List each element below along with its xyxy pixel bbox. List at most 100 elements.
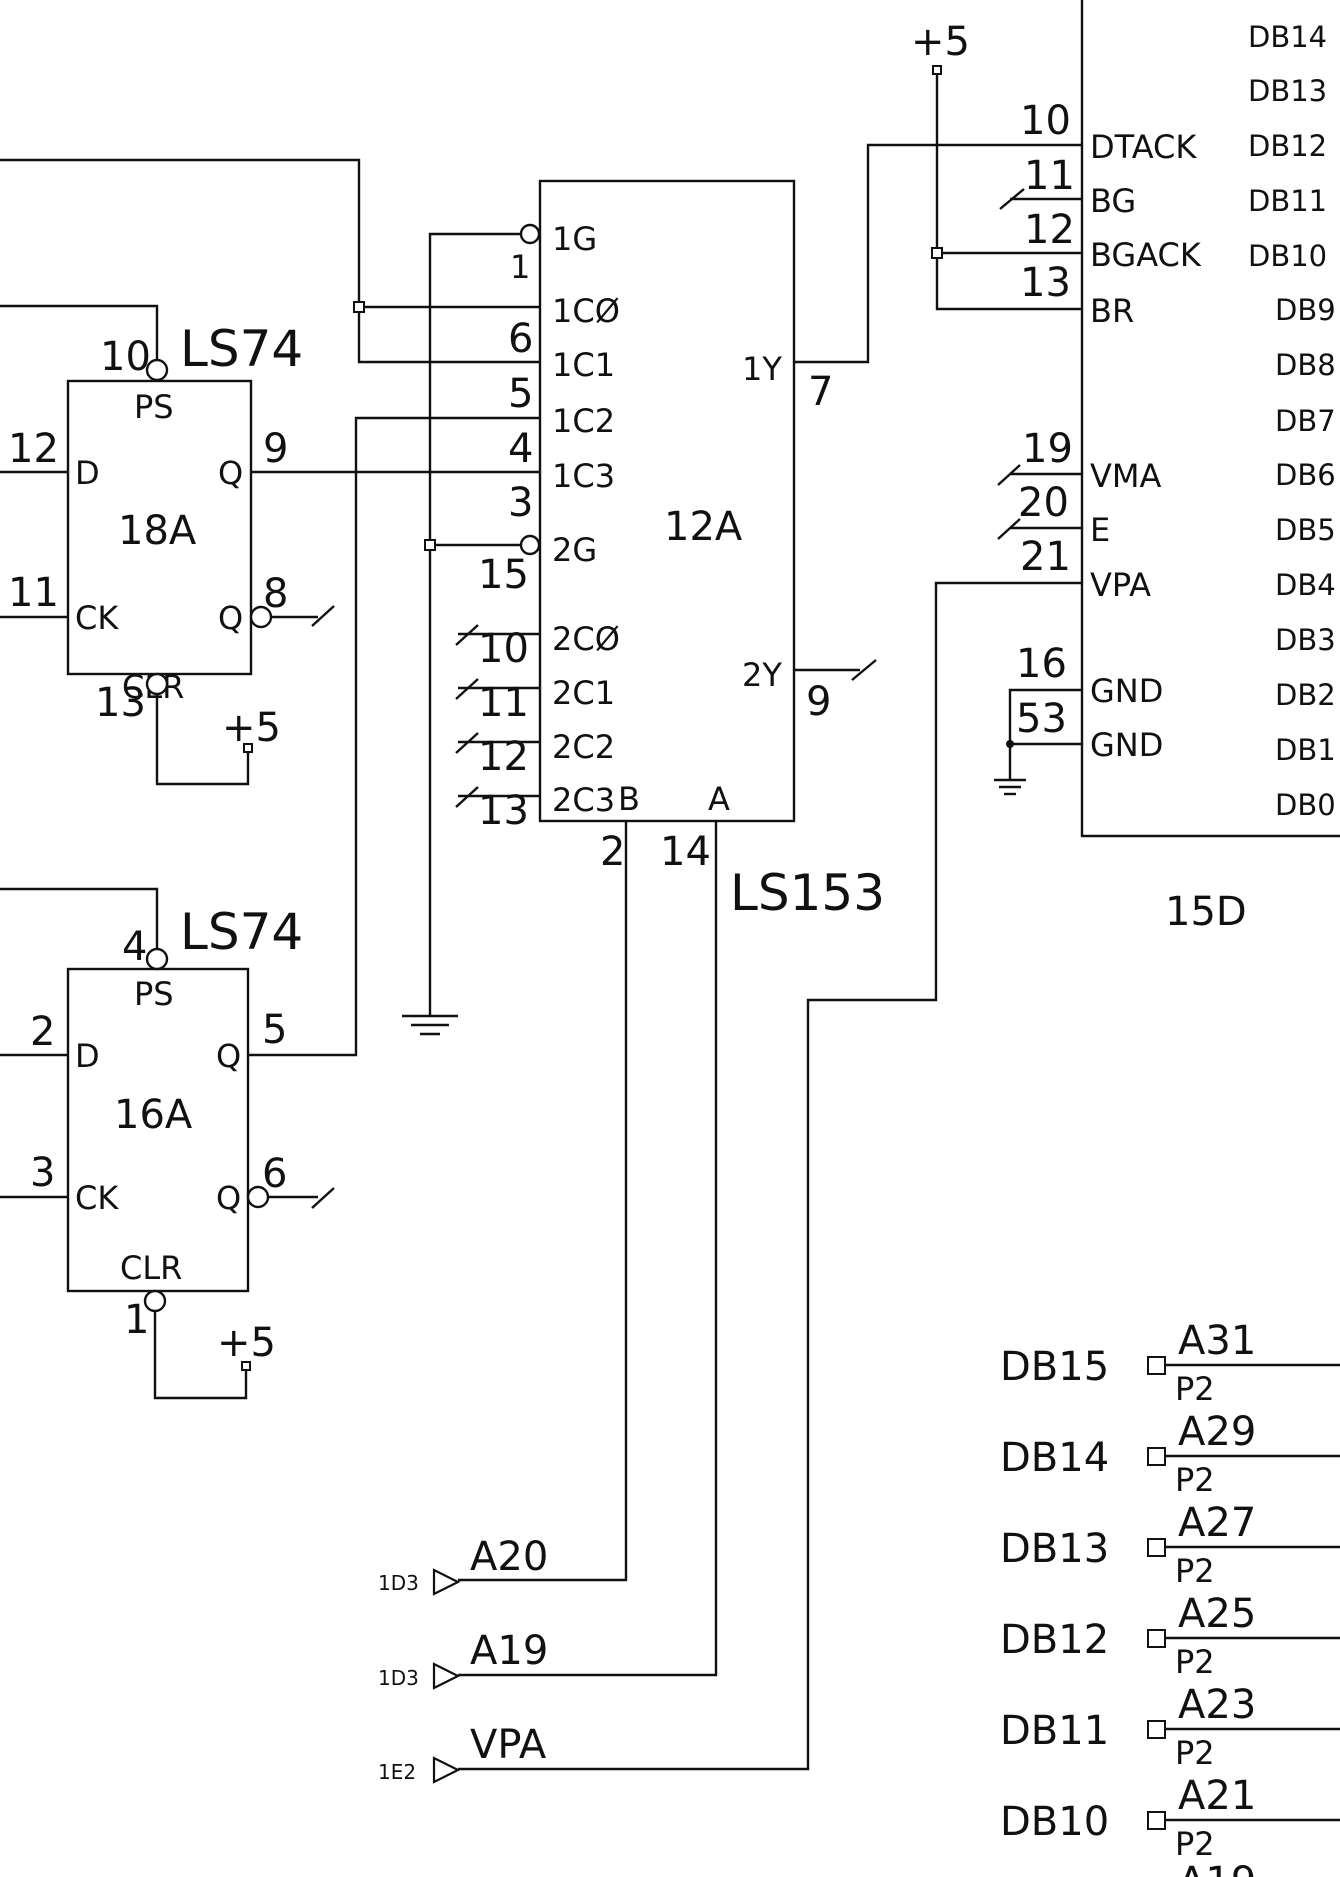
pin-12a-2c1: 2C1 (552, 674, 615, 712)
wire-pwr-to-br (935, 74, 1082, 311)
chip-ref-16a: 16A (114, 1092, 193, 1138)
pin-12a-1c0: 1CØ (552, 292, 620, 330)
connector-pin: A25 (1178, 1591, 1256, 1637)
nc-12a-2c3 (455, 786, 479, 808)
connector-row-db14: DB14 A29 P2 (1000, 1409, 1340, 1499)
pin-16a-ck: 3 (30, 1150, 55, 1196)
chip-ref-12a: 12A (664, 504, 743, 550)
pin-12a-2c0: 2CØ (552, 620, 620, 658)
label-16a-clr: CLR (120, 1249, 182, 1287)
connector-name: P2 (1175, 1825, 1215, 1863)
connector-db-label: DB15 (1000, 1344, 1109, 1390)
pwr-label-15d: +5 (911, 19, 970, 65)
wire-vpa-loop (458, 581, 1082, 1771)
wire-18a-ps (0, 304, 159, 360)
db-label-12: DB12 (1248, 129, 1327, 163)
wire-1y-to-dtack (794, 143, 1082, 364)
wires-left (0, 158, 540, 1036)
chip-15d: 15D +5 10 DTACK 11 BG 12 BGACK 13 BR 19 … (458, 0, 1340, 1771)
pin-12a-a: A (708, 780, 730, 818)
chip-family-16a: LS74 (180, 903, 303, 961)
pin-18a-q: 9 (263, 426, 288, 472)
pin-15d-dtack: DTACK (1090, 128, 1197, 166)
pin-18a-ck: 11 (8, 570, 59, 616)
pin-12a-1c3: 1C3 (552, 457, 615, 495)
pwr-terminal-16a (241, 1361, 251, 1371)
nc-12a-2c0 (455, 624, 479, 646)
pwr-label-16a: +5 (217, 1320, 276, 1366)
input-a19-signal: A19 (470, 1628, 548, 1674)
pin-18a-d: 12 (8, 426, 59, 472)
pin-16a-qn: 6 (262, 1151, 287, 1197)
pin-12a-2g: 2G (552, 531, 597, 569)
pin-12a-1y: 1Y (742, 350, 782, 388)
connector-terminal (1147, 1356, 1166, 1375)
connector-db-label: DB11 (1000, 1708, 1109, 1754)
pin-12a-2c2-num: 11 (478, 680, 529, 726)
connector-db-label: DB14 (1000, 1435, 1109, 1481)
nc-12a-2c1 (455, 678, 479, 700)
pin-15d-vpa: VPA (1090, 566, 1151, 604)
pin-12a-2c1-num: 10 (478, 626, 529, 672)
input-a20-ref: 1D3 (378, 1571, 419, 1595)
label-16a-d: D (75, 1037, 100, 1075)
pin-12a-1y-num: 7 (808, 369, 833, 415)
chip-family-12a: LS153 (730, 864, 885, 922)
input-a20: 1D3 A20 (378, 1534, 548, 1596)
connector-p2: DB15 A31 P2 DB14 A29 P2 DB13 A27 P2 DB12… (1000, 1318, 1340, 1877)
junction-bgack (931, 247, 943, 259)
wire-16a-q-to-1c2 (248, 416, 540, 1057)
pin-15d-bgack: BGACK (1090, 236, 1202, 274)
pin-12a-2c3-num: 12 (478, 734, 529, 780)
pin-15d-bg: BG (1090, 182, 1136, 220)
pin-12a-1c1-num: 6 (508, 316, 533, 362)
pin-15d-vpa-num: 21 (1020, 534, 1071, 580)
wire-a-from-a19 (458, 821, 718, 1677)
connector-db-label: DB10 (1000, 1799, 1109, 1845)
nc-12a-2c2 (455, 732, 479, 754)
connector-pin: A23 (1178, 1682, 1256, 1728)
db-label-10: DB10 (1248, 239, 1327, 273)
db-label-11: DB11 (1248, 184, 1327, 218)
connector-pin: A27 (1178, 1500, 1256, 1546)
pin-12a-2y: 2Y (742, 656, 782, 694)
connector-terminal (1147, 1538, 1166, 1557)
pin-12a-2c3: 2C3 (552, 781, 615, 819)
mux-12a: 1 1G 1CØ 6 1C1 5 1C2 4 1C3 3 15 2G 2CØ 1… (455, 143, 1082, 1677)
pin-12a-a-num: 14 (660, 829, 711, 875)
connector-row-db10: DB10 A21 P2 (1000, 1773, 1340, 1863)
pwr-label-18a: +5 (222, 705, 281, 751)
connector-db-label: DB13 (1000, 1526, 1109, 1572)
pin-16a-ps: 4 (122, 924, 147, 970)
mux-12a-2g-bubble (519, 534, 541, 556)
flipflop-18a: 10 LS74 PS 12 D 11 CK 18A Q 9 Q 8 CLR 13… (0, 304, 540, 786)
nc-18a-qn (311, 605, 335, 627)
pin-12a-1c1: 1C1 (552, 346, 615, 384)
connector-name: P2 (1175, 1370, 1215, 1408)
wire-15d-gnd (1008, 688, 1082, 746)
connector-row-db11: DB11 A23 P2 (1000, 1682, 1340, 1772)
chip-ref-15d: 15D (1165, 889, 1247, 935)
pin-15d-br: BR (1090, 292, 1134, 330)
pin-15d-gnd1-num: 16 (1016, 641, 1067, 687)
pin-16a-d: 2 (30, 1009, 55, 1055)
pin-18a-qn: 8 (263, 571, 288, 617)
pin-16a-clr: 1 (124, 1297, 149, 1343)
db-label-2: DB2 (1275, 678, 1336, 712)
input-a19-arrow (432, 1662, 461, 1690)
pin-12a-1g-num: 1 (510, 248, 530, 286)
pin-15d-e: E (1090, 511, 1110, 549)
pin-18a-clr: 13 (95, 680, 146, 726)
pin-15d-e-num: 20 (1018, 480, 1069, 526)
pin-12a-3-num: 3 (508, 480, 533, 526)
pin-15d-gnd2: GND (1090, 726, 1163, 764)
pin-15d-vma-num: 19 (1022, 426, 1073, 472)
db-label-4: DB4 (1275, 568, 1336, 602)
input-a19: 1D3 A19 (378, 1628, 548, 1690)
connector-pin-partial: A19 (1178, 1859, 1256, 1877)
db-label-7: DB7 (1275, 404, 1336, 438)
db-label-8: DB8 (1275, 348, 1336, 382)
input-a20-arrow (432, 1568, 461, 1596)
label-16a-qn: Q (216, 1179, 241, 1217)
